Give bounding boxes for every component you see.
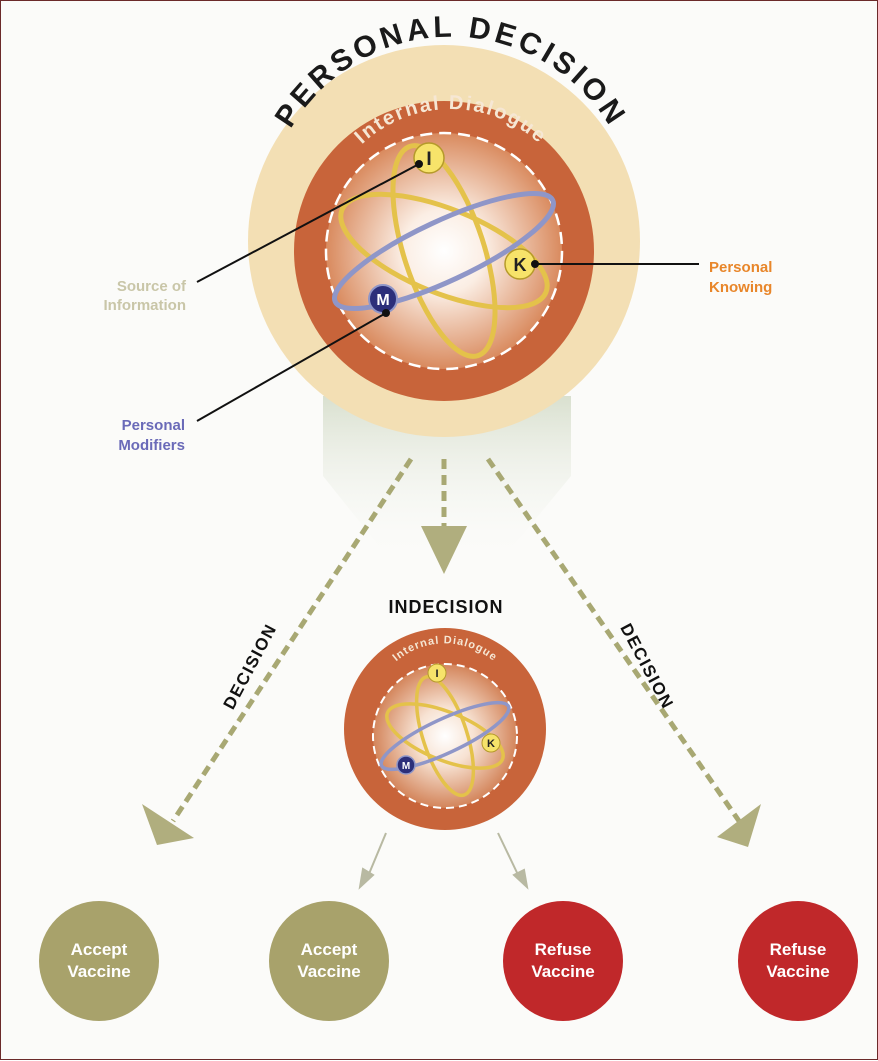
node-i: I [413, 142, 445, 174]
outcome-accept-center: Accept Vaccine [269, 901, 389, 1021]
source-label-line1: Source of [117, 278, 187, 295]
decision-arrows [170, 457, 742, 823]
indecision-arrows [358, 832, 529, 890]
node-i-label: I [426, 149, 431, 170]
callout-lines [196, 160, 699, 422]
funnel-shadow [323, 396, 571, 561]
outcome-2-line2: Vaccine [297, 962, 360, 981]
outcome-1-line1: Accept [71, 940, 128, 959]
orbit-1 [390, 143, 498, 359]
knowing-label-line2: Knowing [709, 279, 772, 296]
decision-left-label: DECISION [220, 620, 281, 712]
outcome-1-line2: Vaccine [67, 962, 130, 981]
modifiers-label-line1: Personal [122, 417, 185, 434]
outcome-2-line1: Accept [301, 940, 358, 959]
arrow-left-head [142, 804, 194, 845]
knowing-label-line1: Personal [709, 259, 772, 276]
outcome-3-line2: Vaccine [531, 962, 594, 981]
personal-decision-circle: PERSONAL DECISION Internal Dialogue I K … [248, 10, 640, 437]
small-node-k [481, 733, 501, 753]
indecision-label: INDECISION [388, 597, 503, 617]
outcome-refuse-center: Refuse Vaccine [503, 901, 623, 1021]
outcome-accept-left: Accept Vaccine [39, 901, 159, 1021]
node-k-label: K [514, 255, 527, 275]
arrow-right-head [717, 804, 761, 847]
small-node-i-label: I [435, 668, 438, 680]
arrow-right-line [485, 457, 742, 823]
arrow-center-head [421, 526, 467, 574]
callout-personal-modifiers: Personal Modifiers [118, 417, 185, 454]
outcome-4-line1: Refuse [770, 940, 827, 959]
modifiers-label-line2: Modifiers [118, 437, 185, 454]
node-k: K [504, 248, 536, 280]
source-label-line2: Information [104, 297, 187, 314]
outcome-refuse-right: Refuse Vaccine [738, 901, 858, 1021]
decision-right-label: DECISION [616, 620, 677, 712]
callout-personal-knowing: Personal Knowing [709, 259, 772, 296]
small-node-i [427, 663, 447, 683]
arrow-left-line [170, 457, 414, 823]
node-m: M [368, 284, 398, 314]
outcome-4-line2: Vaccine [766, 962, 829, 981]
small-node-m [396, 755, 416, 775]
indecision-circle: Internal Dialogue I K M [344, 628, 546, 830]
orbit-3 [332, 190, 556, 312]
small-node-k-label: K [487, 738, 495, 750]
small-node-m-label: M [402, 761, 410, 772]
outcome-3-line1: Refuse [535, 940, 592, 959]
node-m-label: M [376, 292, 389, 309]
callout-source-of-information: Source of Information [104, 278, 187, 314]
